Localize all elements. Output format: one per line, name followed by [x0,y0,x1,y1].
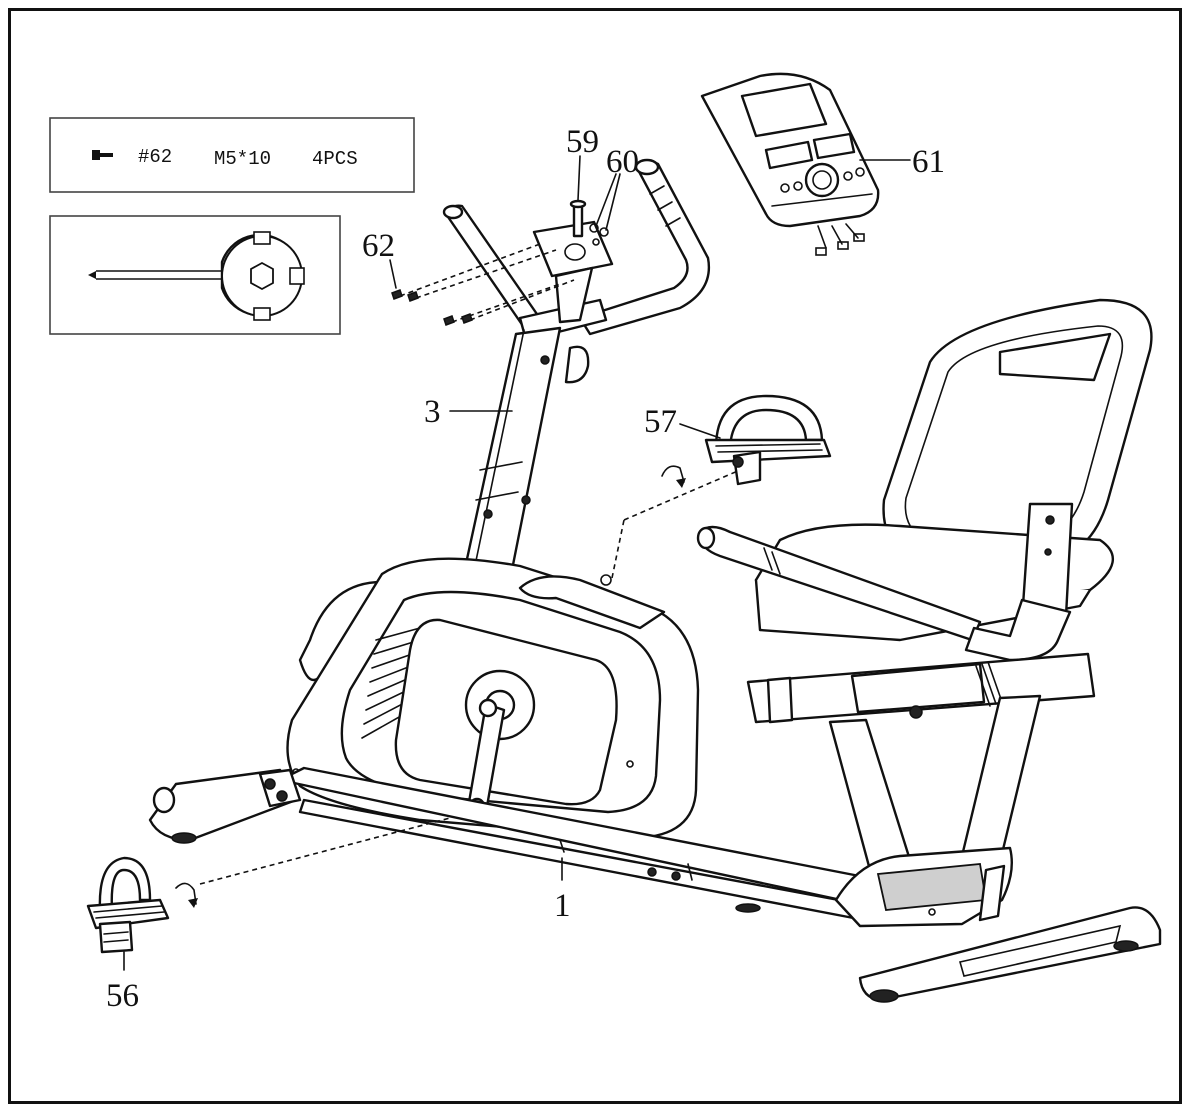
hardware-part-ref: #62 [138,146,172,168]
housing-vents [361,627,421,739]
rear-stabilizer [858,906,1162,1003]
pedal-left-part-56 [86,817,451,954]
callout-61: 61 [912,144,945,180]
front-stabilizer [148,768,302,844]
rotate-arrow-icon [175,882,197,905]
flywheel-housing [286,469,741,840]
screws-part-62 [391,243,575,326]
hardware-box: #62 M5*10 4PCS [49,117,415,193]
console-part-61 [700,72,880,256]
pedal-right-part-57 [661,394,832,488]
seat-assembly [696,298,1153,662]
callout-57: 57 [644,404,677,440]
rotate-arrow-icon [661,465,685,483]
callout-59: 59 [566,124,599,160]
callout-62: 62 [362,228,395,264]
tool-box [49,215,341,335]
upright-mast-part-3 [460,326,590,584]
callout-60: 60 [606,144,639,180]
main-frame-part-1 [278,766,1013,928]
callout-1: 1 [554,888,571,924]
seat-rail [746,652,1096,872]
screwdriver-wrench-icon [88,231,305,321]
callout-56: 56 [106,978,139,1014]
screw-icon [92,150,113,160]
hardware-quantity: 4PCS [312,148,358,170]
leader-lines [123,155,911,971]
hardware-spec: M5*10 [214,148,271,170]
handlebar-assembly [442,158,711,344]
callout-3: 3 [424,394,441,430]
